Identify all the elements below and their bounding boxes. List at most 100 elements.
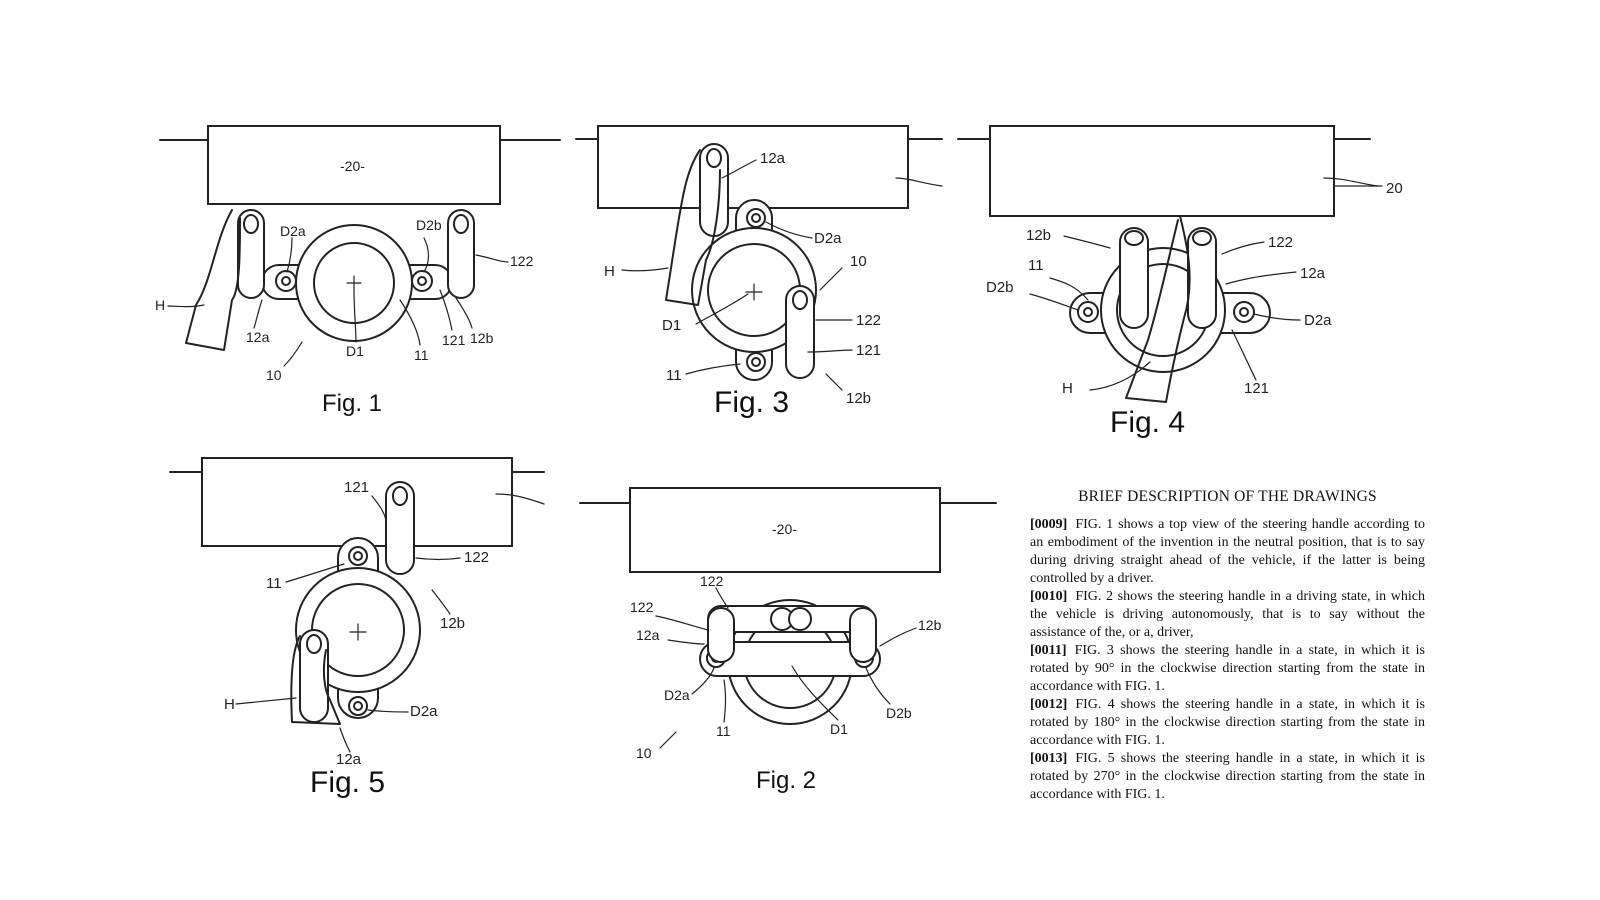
fig5-label-handle-b: 12b [440, 615, 465, 632]
description-paragraph: [0011]FIG. 3 shows the steering handle i… [1030, 642, 1425, 696]
fig4-handle-a [1187, 227, 1217, 329]
fig5-handle-b [385, 481, 415, 575]
fig2-caption: Fig. 2 [756, 767, 816, 794]
paragraph-text: FIG. 3 shows the steering handle in a st… [1030, 643, 1425, 694]
fig4-label-bar: 122 [1268, 234, 1293, 251]
paragraph-text: FIG. 2 shows the steering handle in a dr… [1030, 589, 1425, 640]
description-paragraph: [0012]FIG. 4 shows the steering handle i… [1030, 696, 1425, 750]
fig3-label-bar: 122 [856, 312, 881, 329]
paragraph-number: [0013] [1030, 751, 1068, 766]
fig3-label-hand: H [604, 263, 615, 280]
fig3-pivot-a [746, 208, 766, 228]
fig4-hand [1125, 215, 1191, 403]
fig2-label-handle-a: 12a [636, 627, 660, 643]
fig5-pivot-a [348, 696, 368, 716]
fig1-label-handle-b: 12b [470, 330, 494, 346]
fig1-label-arm: 11 [414, 347, 429, 363]
fig3-label-handle-a: 12a [760, 150, 786, 167]
fig4-pivot-b [1077, 301, 1099, 323]
figure-4: 20 12b 122 11 12a D2b D2a H 121 Fig. 4 [957, 125, 1403, 439]
fig2-label-pivot-a: D2a [664, 687, 690, 703]
fig1-handle-b [447, 209, 475, 299]
fig5-caption: Fig. 5 [310, 766, 385, 799]
fig2-handle-a [707, 607, 735, 663]
fig4-label-hand: H [1062, 380, 1073, 397]
figure-2: -20- 122 122 12a 12b D2a 11 [579, 487, 997, 794]
fig1-label-bar: 122 [510, 253, 534, 269]
fig4-label-pivot-b: D2b [986, 279, 1014, 296]
fig2-label-pivot-b: D2b [886, 705, 912, 721]
paragraph-text: FIG. 1 shows a top view of the steering … [1030, 517, 1425, 586]
fig1-label-pivot-b: D2b [416, 217, 442, 233]
fig2-label-housing: -20- [772, 521, 797, 537]
fig1-hand [185, 209, 241, 351]
fig1-pivot-a [275, 270, 297, 292]
fig1-hub-inner [313, 242, 395, 324]
fig4-pivot-a [1233, 301, 1255, 323]
fig4-handle-b [1119, 227, 1149, 329]
fig4-label-housing: 20 [1386, 180, 1403, 197]
fig5-housing [201, 457, 513, 547]
figure-3: 12a D2a 10 H D1 122 121 11 12b Fig. 3 [575, 125, 943, 419]
fig1-label-hand: H [155, 297, 165, 313]
fig1-label-housing: -20- [340, 158, 365, 174]
fig2-label-center-axis: D1 [830, 721, 848, 737]
fig1-housing [207, 125, 501, 205]
fig3-label-device: 10 [850, 253, 867, 270]
paragraph-text: FIG. 4 shows the steering handle in a st… [1030, 697, 1425, 748]
fig3-label-handle-b: 12b [846, 390, 871, 407]
paragraph-number: [0010] [1030, 589, 1068, 604]
description-heading: BRIEF DESCRIPTION OF THE DRAWINGS [1078, 488, 1377, 505]
fig5-pivot-b [348, 546, 368, 566]
fig5-label-arm: 11 [266, 575, 282, 592]
fig4-label-handle-a: 12a [1300, 265, 1326, 282]
fig4-label-pivot-a: D2a [1304, 312, 1332, 329]
figure-1: -20- D2a D2b 122 H 12a [155, 125, 561, 417]
fig3-handle-b [785, 285, 815, 379]
fig1-label-pivot-a: D2a [280, 223, 306, 239]
fig2-label-bar: 122 [700, 573, 724, 589]
fig1-label-center-axis: D1 [346, 343, 364, 359]
fig1-label-device: 10 [266, 367, 282, 383]
fig3-label-arm: 11 [666, 367, 682, 384]
description-paragraph: [0013]FIG. 5 shows the steering handle i… [1030, 750, 1425, 804]
fig1-label-link: 121 [442, 332, 466, 348]
fig2-label-handle-b: 12b [918, 617, 942, 633]
fig5-label-handle-a: 12a [336, 751, 362, 768]
fig2-housing [629, 487, 941, 573]
paragraph-number: [0009] [1030, 517, 1068, 532]
fig1-caption: Fig. 1 [322, 390, 382, 417]
fig3-handle-a [699, 143, 729, 237]
description-paragraph: [0009]FIG. 1 shows a top view of the ste… [1030, 516, 1425, 588]
paragraph-number: [0011] [1030, 643, 1067, 658]
fig2-label-arm: 11 [716, 723, 731, 739]
fig5-label-bar: 122 [464, 549, 489, 566]
fig4-caption: Fig. 4 [1110, 406, 1185, 439]
fig5-hand [290, 635, 341, 725]
fig1-pivot-b [411, 270, 433, 292]
fig3-label-link: 121 [856, 342, 881, 359]
fig5-label-link: 121 [344, 479, 369, 496]
description-paragraph: [0010]FIG. 2 shows the steering handle i… [1030, 588, 1425, 642]
fig1-label-handle-a: 12a [246, 329, 270, 345]
brief-description: BRIEF DESCRIPTION OF THE DRAWINGS [0009]… [1030, 488, 1425, 804]
fig4-label-arm: 11 [1028, 257, 1044, 274]
fig5-label-hand: H [224, 696, 235, 713]
figure-5: 121 122 11 12b H D2a 12a Fig. 5 [169, 457, 545, 799]
fig1-handle-a [237, 209, 265, 299]
fig3-label-pivot-a: D2a [814, 230, 842, 247]
fig2-label-device: 10 [636, 745, 652, 761]
fig3-caption: Fig. 3 [714, 386, 789, 419]
fig2-arm [699, 641, 881, 677]
fig3-label-center-axis: D1 [662, 317, 681, 334]
fig3-housing [597, 125, 909, 209]
fig3-pivot-b [746, 352, 766, 372]
fig2-handle-b [849, 607, 877, 663]
paragraph-number: [0012] [1030, 697, 1068, 712]
fig2-label-bar-b: 122 [630, 599, 654, 615]
fig4-housing [989, 125, 1335, 217]
fig4-label-link: 121 [1244, 380, 1269, 397]
fig4-label-handle-b: 12b [1026, 227, 1051, 244]
paragraph-text: FIG. 5 shows the steering handle in a st… [1030, 751, 1425, 802]
